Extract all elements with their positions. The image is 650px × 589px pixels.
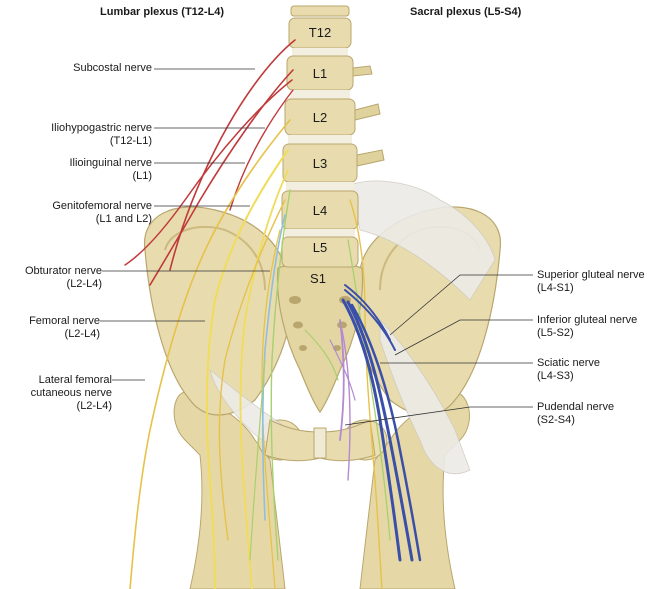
ilioinguinal-nerve-root: (L1)	[132, 170, 152, 182]
superior-gluteal-nerve-root: (L4-S1)	[537, 282, 574, 294]
pudendal-nerve-root: (S2-S4)	[537, 414, 575, 426]
vertebra-l1: L1	[313, 66, 327, 81]
pubic-symphysis	[264, 419, 376, 462]
vertebra-l2: L2	[313, 110, 327, 125]
genitofemoral-nerve-label: Genitofemoral nerve (L1 and L2)	[52, 200, 152, 226]
lateral-femoral-cutaneous-nerve-name-2: cutaneous nerve	[30, 387, 112, 399]
vertebra-s1: S1	[310, 271, 326, 286]
superior-gluteal-nerve-label: Superior gluteal nerve (L4-S1)	[537, 269, 645, 295]
lumbar-plexus-heading: Lumbar plexus (T12-L4)	[100, 6, 225, 18]
sacral-plexus-nerves	[304, 199, 422, 589]
vertebra-l4: L4	[313, 203, 327, 218]
lateral-femoral-cutaneous-nerve-label: Lateral femoral cutaneous nerve (L2-L4)	[31, 374, 112, 413]
iliohypogastric-nerve-name: Iliohypogastric nerve	[51, 122, 152, 134]
subcostal-nerve-label: Subcostal nerve	[73, 62, 152, 75]
leader-lines	[100, 68, 533, 426]
obturator-nerve-root: (L2-L4)	[66, 278, 102, 290]
femoral-nerve-label: Femoral nerve (L2-L4)	[29, 315, 100, 341]
vertebra-l3: L3	[313, 156, 327, 171]
genitofemoral-nerve-root: (L1 and L2)	[95, 213, 152, 225]
iliohypogastric-nerve-root: (T12-L1)	[109, 135, 152, 147]
lateral-femoral-cutaneous-nerve-name: Lateral femoral	[38, 374, 112, 386]
genitofemoral-nerve-name: Genitofemoral nerve	[52, 200, 152, 212]
sacral-plexus-heading: Sacral plexus (L5-S4)	[410, 6, 522, 18]
femur-left	[173, 391, 303, 589]
inferior-gluteal-nerve-label: Inferior gluteal nerve (L5-S2)	[537, 314, 637, 340]
lateral-femoral-cutaneous-nerve-root: (L2-L4)	[76, 400, 112, 412]
femoral-nerve-root: (L2-L4)	[64, 328, 100, 340]
ilioinguinal-nerve-name: Ilioinguinal nerve	[69, 157, 152, 169]
inferior-gluteal-nerve-name: Inferior gluteal nerve	[537, 314, 638, 326]
obturator-nerve-name: Obturator nerve	[24, 265, 102, 277]
sciatic-nerve-label: Sciatic nerve (L4-S3)	[537, 357, 600, 383]
inferior-gluteal-nerve-root: (L5-S2)	[537, 327, 574, 339]
pudendal-nerve-name: Pudendal nerve	[537, 401, 615, 413]
subcostal-nerve-name: Subcostal nerve	[73, 62, 152, 74]
vertebra-t12: T12	[309, 25, 331, 40]
ilioinguinal-nerve-label: Ilioinguinal nerve (L1)	[69, 157, 152, 183]
sciatic-nerve-root: (L4-S3)	[537, 370, 574, 382]
ilium-left	[144, 206, 291, 416]
femoral-nerve-name: Femoral nerve	[29, 315, 100, 327]
lumbar-plexus-nerves	[124, 39, 296, 589]
obturator-nerve-label: Obturator nerve (L2-L4)	[25, 265, 102, 291]
vertebral-column	[281, 5, 385, 268]
iliohypogastric-nerve-label: Iliohypogastric nerve (T12-L1)	[51, 122, 152, 148]
superior-gluteal-nerve-name: Superior gluteal nerve	[537, 269, 645, 281]
pudendal-nerve-label: Pudendal nerve (S2-S4)	[537, 401, 614, 427]
vertebra-l5: L5	[313, 240, 327, 255]
sciatic-nerve-name: Sciatic nerve	[537, 357, 600, 369]
vertebra-labels: T12 L1 L2 L3 L4 L5 S1	[309, 25, 331, 286]
